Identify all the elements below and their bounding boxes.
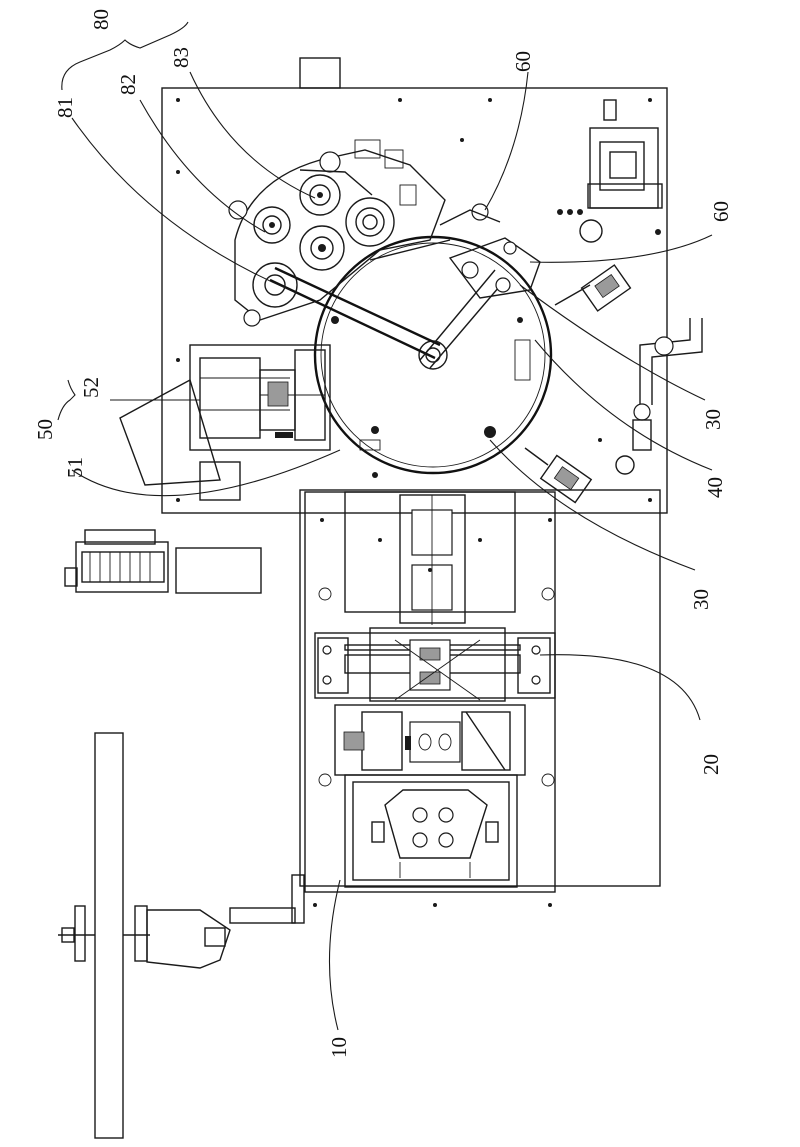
transfer-carriage [314, 627, 556, 702]
right-clamp-upper [554, 264, 632, 312]
leader-lines [57, 21, 713, 1031]
feed-chute [399, 494, 466, 625]
label-60-top: 60 [511, 51, 535, 72]
top-right-housing [579, 99, 663, 243]
label-30-right: 30 [701, 409, 725, 430]
label-83: 83 [169, 47, 193, 68]
reference-labels: 80 81 82 83 60 60 50 52 51 30 40 30 20 1… [33, 9, 733, 1058]
label-80: 80 [89, 9, 113, 30]
spool-assembly [228, 139, 446, 327]
label-51: 51 [63, 457, 87, 478]
linkage-assembly [439, 203, 541, 299]
reel-holder [58, 732, 305, 1139]
mounting-holes [176, 98, 661, 907]
feeder-unit [119, 344, 331, 501]
gripper-jig [371, 789, 499, 878]
label-40: 40 [703, 477, 727, 498]
label-81: 81 [53, 97, 77, 118]
label-50: 50 [33, 419, 57, 440]
lower-base-frame [299, 489, 661, 893]
label-30-lower: 30 [689, 589, 713, 610]
label-52: 52 [79, 377, 103, 398]
label-10: 10 [327, 1037, 351, 1058]
right-pipe-fitting [615, 318, 703, 475]
label-82: 82 [116, 74, 140, 95]
motor-unit [64, 529, 262, 594]
label-20: 20 [699, 754, 723, 775]
right-clamp-lower [524, 447, 593, 504]
rotary-table [313, 235, 553, 475]
upper-base-plate [161, 57, 668, 514]
label-60-right: 60 [709, 201, 733, 222]
drive-arm [269, 239, 506, 369]
lower-mechanism [334, 704, 526, 776]
